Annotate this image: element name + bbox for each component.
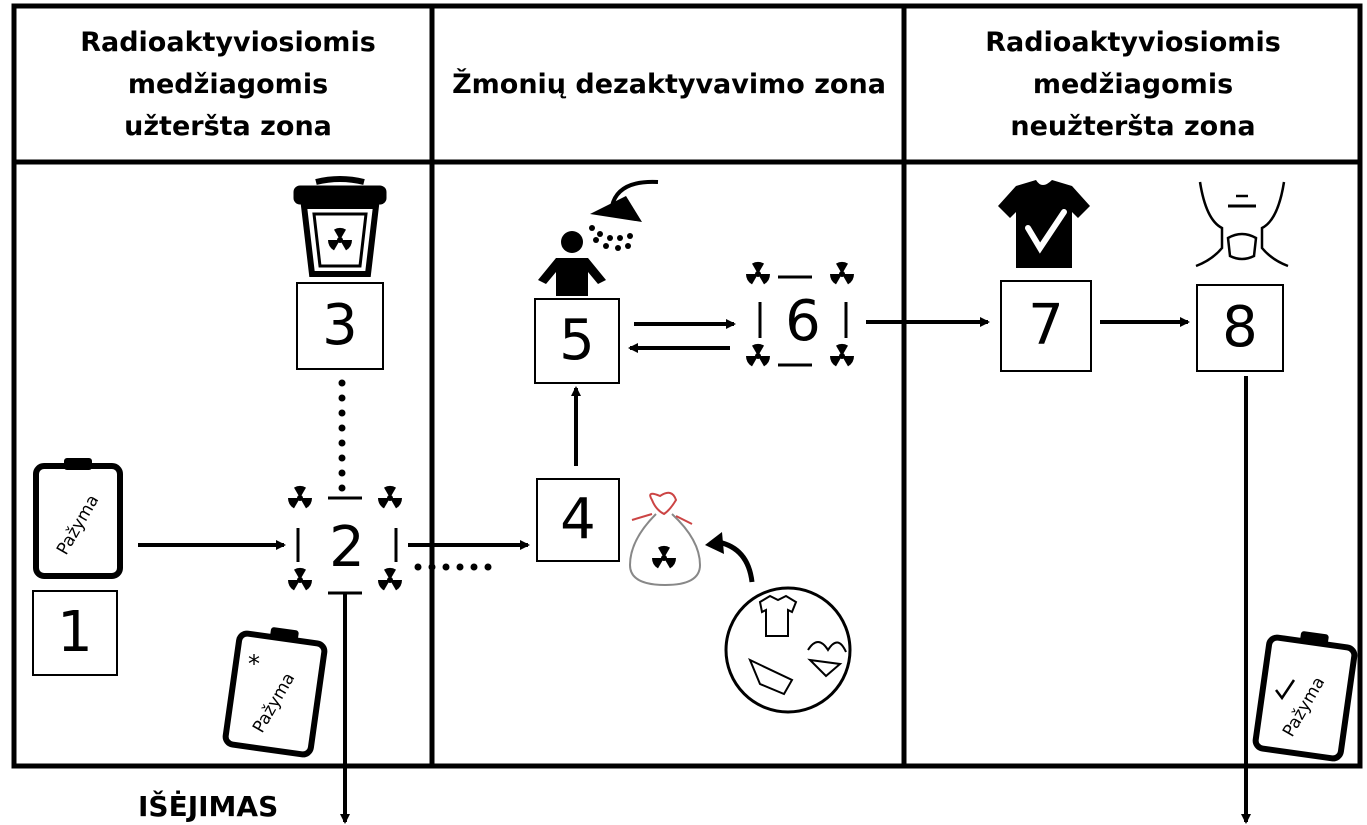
shower-icon bbox=[589, 179, 659, 251]
radiation-icon bbox=[288, 485, 312, 509]
clean-tshirt-icon bbox=[998, 180, 1090, 268]
zone-header-contaminated-label: Radioaktyviosiomis medžiagomis užteršta … bbox=[80, 27, 376, 142]
radiation-icon bbox=[746, 343, 770, 367]
step-box-7: 7 bbox=[1000, 280, 1092, 372]
step-box-1: 1 bbox=[32, 590, 118, 676]
trash-bin-icon bbox=[293, 176, 387, 277]
step-label-6: 6 bbox=[785, 289, 821, 354]
radiation-icon bbox=[746, 261, 770, 285]
step-box-4: 4 bbox=[536, 478, 620, 562]
step-box-8: 8 bbox=[1196, 284, 1284, 372]
step-number: 5 bbox=[559, 308, 595, 373]
step-box-5: 5 bbox=[534, 298, 620, 384]
clipboard-icon bbox=[33, 458, 123, 579]
step-number: 1 bbox=[57, 600, 93, 665]
radiation-icon bbox=[830, 261, 854, 285]
zone-header-decontamination-label: Žmonių dezaktyvavimo zona bbox=[452, 69, 886, 100]
radiation-icon bbox=[288, 567, 312, 591]
zone-header-clean-label: Radioaktyviosiomis medžiagomis neužteršt… bbox=[985, 27, 1281, 142]
plastic-bag-icon bbox=[628, 491, 702, 587]
exit-label: IŠĖJIMAS bbox=[138, 790, 279, 823]
radiation-icon bbox=[652, 545, 676, 569]
box-6-frame bbox=[758, 275, 848, 367]
box-2-frame bbox=[296, 496, 398, 595]
person-icon bbox=[538, 231, 606, 296]
zone-header-decontamination: Žmonių dezaktyvavimo zona bbox=[436, 12, 902, 158]
step-box-3: 3 bbox=[296, 282, 384, 370]
radiation-icon bbox=[328, 227, 352, 251]
clipboard-icon bbox=[222, 627, 328, 758]
certificate-asterisk: * bbox=[248, 650, 260, 678]
step-number: 4 bbox=[560, 487, 596, 552]
radiation-icon bbox=[378, 485, 402, 509]
step-number: 3 bbox=[322, 293, 358, 358]
zone-header-contaminated: Radioaktyviosiomis medžiagomis užteršta … bbox=[28, 12, 428, 158]
step-number: 7 bbox=[1028, 293, 1064, 358]
zone-header-clean: Radioaktyviosiomis medžiagomis neužteršt… bbox=[908, 12, 1358, 158]
check-mark-icon bbox=[1275, 679, 1296, 701]
step-number: 8 bbox=[1222, 295, 1258, 360]
thyroid-neck-icon bbox=[1195, 181, 1289, 268]
clipboard-icon bbox=[1252, 631, 1358, 762]
outer-frame bbox=[11, 3, 1363, 769]
clothing-icon bbox=[724, 586, 852, 714]
step-label-2: 2 bbox=[329, 515, 365, 580]
